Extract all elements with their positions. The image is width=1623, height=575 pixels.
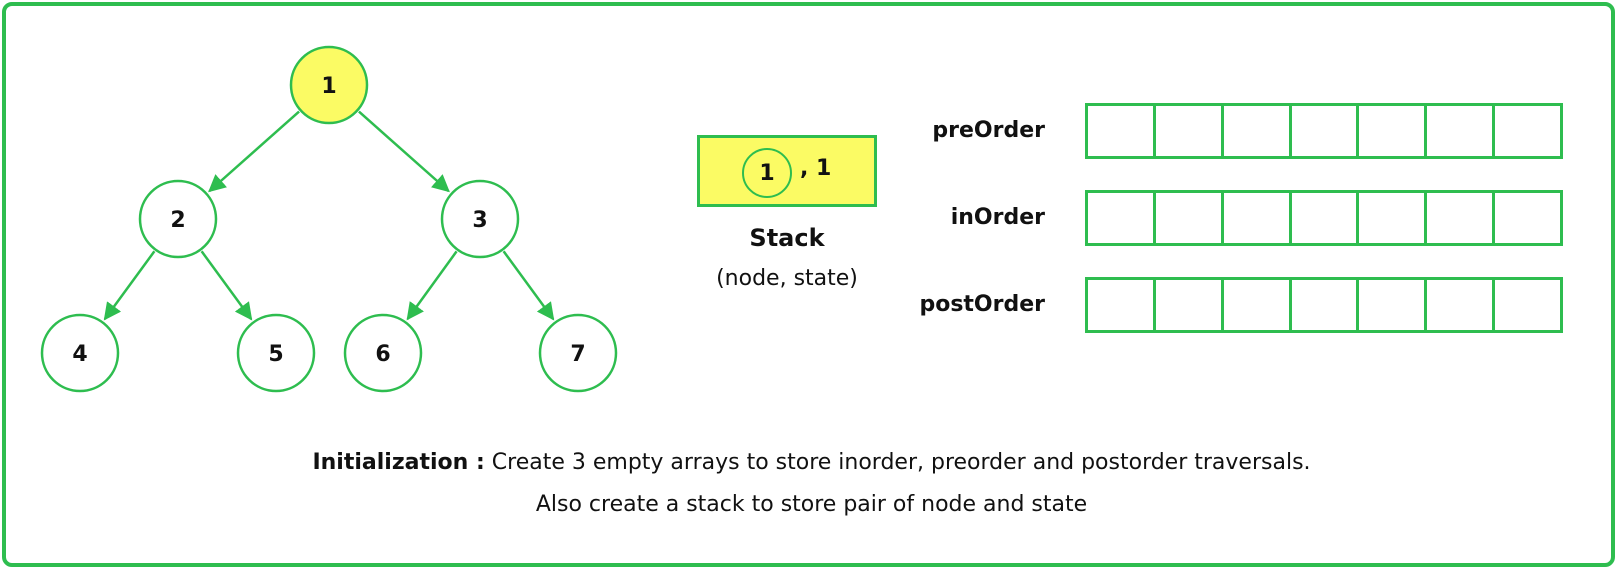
- stack-title: Stack: [749, 224, 825, 252]
- array-cell: [1427, 280, 1496, 330]
- caption-line-2: Also create a stack to store pair of nod…: [535, 492, 1088, 517]
- tree-node-1: 1: [289, 45, 369, 125]
- tree-node-label: 6: [375, 342, 390, 367]
- tree-edge-2-4: [103, 250, 156, 321]
- array-cell: [1359, 106, 1428, 156]
- tree-node-label: 7: [570, 342, 585, 367]
- array-cell: [1156, 193, 1224, 243]
- postorder-array: [1085, 277, 1563, 333]
- array-cell: [1292, 280, 1360, 330]
- array-cell: [1292, 193, 1360, 243]
- array-cell: [1427, 106, 1496, 156]
- tree-node-2: 2: [138, 179, 218, 259]
- array-cell: [1359, 193, 1428, 243]
- tree-node-circle: [40, 313, 120, 393]
- tree-node-label: 3: [472, 208, 487, 233]
- tree-node-label: 1: [321, 74, 336, 99]
- array-cell: [1156, 106, 1224, 156]
- array-cell: [1224, 106, 1292, 156]
- stack-state-value: , 1: [800, 156, 832, 181]
- tree-edge-3-7: [502, 250, 555, 321]
- tree-node-circle: [440, 179, 520, 259]
- diagram-frame: [2, 2, 1615, 567]
- array-cell: [1156, 280, 1224, 330]
- postorder-label: postOrder: [919, 292, 1045, 317]
- tree-edge-3-6: [406, 250, 458, 321]
- array-cell: [1495, 280, 1560, 330]
- stack-node-circle: 1: [742, 148, 792, 198]
- tree-node-circle: [236, 313, 316, 393]
- binary-tree: 1 2 3 4 5 6 7: [40, 45, 618, 393]
- tree-node-circle: [343, 313, 423, 393]
- tree-edge-1-2: [208, 110, 300, 193]
- inorder-array: [1085, 190, 1563, 246]
- tree-node-4: 4: [40, 313, 120, 393]
- tree-node-7: 7: [538, 313, 618, 393]
- array-cell: [1495, 193, 1560, 243]
- tree-node-label: 4: [72, 342, 87, 367]
- tree-node-label: 5: [268, 342, 283, 367]
- array-cell: [1495, 106, 1560, 156]
- array-cell: [1359, 280, 1428, 330]
- preorder-label: preOrder: [932, 118, 1045, 143]
- tree-node-circle: [289, 45, 369, 125]
- tree-node-circle: [538, 313, 618, 393]
- tree-node-5: 5: [236, 313, 316, 393]
- stack-box: 1 , 1: [697, 135, 877, 207]
- preorder-array: [1085, 103, 1563, 159]
- array-cell: [1427, 193, 1496, 243]
- tree-node-6: 6: [343, 313, 423, 393]
- tree-node-3: 3: [440, 179, 520, 259]
- inorder-label: inOrder: [950, 205, 1045, 230]
- caption-text: Create 3 empty arrays to store inorder, …: [484, 450, 1311, 475]
- caption-line-1: Initialization : Create 3 empty arrays t…: [0, 450, 1623, 475]
- tree-node-label: 2: [170, 208, 185, 233]
- stack-subtitle: (node, state): [716, 266, 858, 291]
- caption-bold-label: Initialization :: [312, 450, 485, 475]
- array-cell: [1292, 106, 1360, 156]
- array-cell: [1088, 280, 1156, 330]
- array-cell: [1224, 280, 1292, 330]
- array-cell: [1088, 193, 1156, 243]
- array-cell: [1088, 106, 1156, 156]
- tree-edge-2-5: [200, 250, 253, 321]
- tree-node-circle: [138, 179, 218, 259]
- array-cell: [1224, 193, 1292, 243]
- tree-edge-1-3: [358, 110, 450, 193]
